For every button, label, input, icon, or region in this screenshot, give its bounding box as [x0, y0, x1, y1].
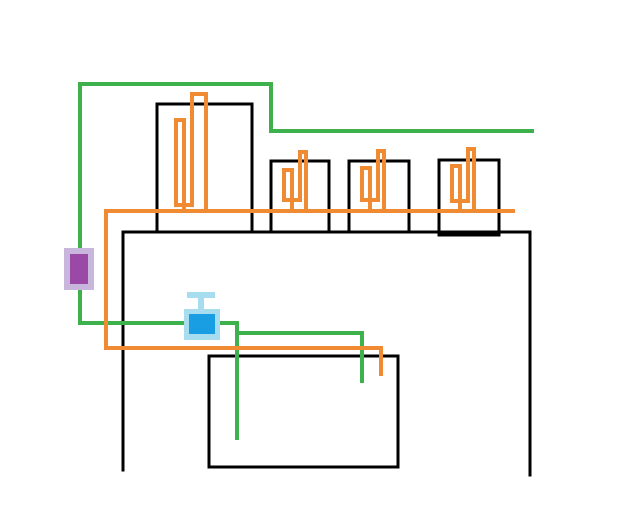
valve-body — [189, 314, 215, 334]
orange-coil-tank-3 — [450, 147, 476, 211]
blue-valve-icon — [184, 292, 220, 340]
purple-box-icon — [64, 248, 94, 290]
green-line-network — [78, 82, 534, 440]
orange-coil-tall-tank — [174, 92, 208, 211]
orange-coil-tank-1 — [282, 150, 308, 211]
controller-body — [70, 254, 88, 284]
green-main-line — [78, 82, 534, 325]
green-branch-line — [218, 321, 364, 383]
orange-coil-tank-2 — [360, 149, 386, 211]
main-housing-outline — [121, 230, 532, 477]
orange-main-line — [104, 209, 515, 376]
lower-container — [207, 354, 400, 469]
valve-handle-top — [187, 292, 215, 298]
valve-stem — [198, 297, 204, 310]
orange-line-network — [104, 92, 515, 376]
